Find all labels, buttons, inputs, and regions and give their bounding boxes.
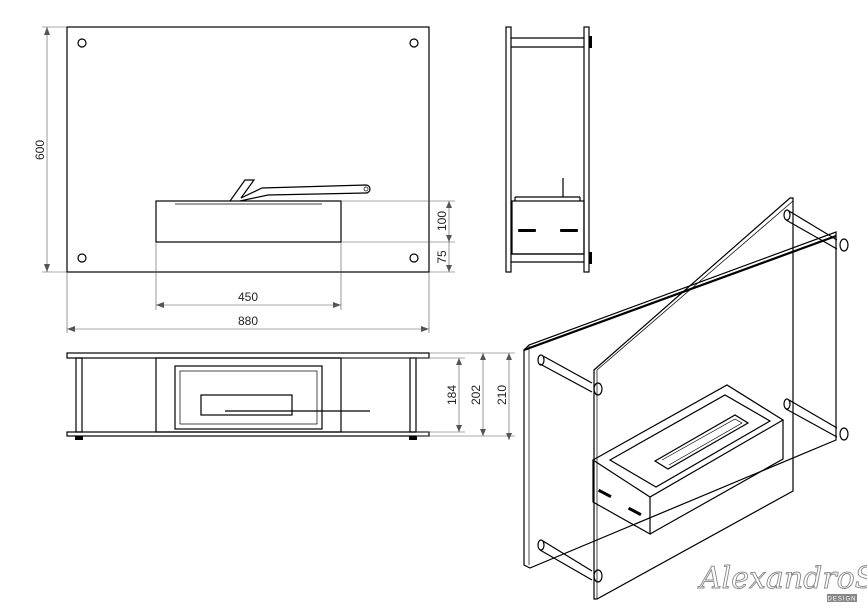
dim-label-100: 100 (435, 211, 449, 231)
side-view (505, 26, 592, 273)
dimension-depth-184: 184 (445, 358, 462, 432)
mounting-hole-bottom-left (77, 253, 87, 263)
dim-label-210: 210 (495, 385, 509, 405)
front-view (42, 26, 455, 333)
dim-label-75: 75 (435, 250, 449, 264)
brand-name: AlexandroSavo (697, 561, 867, 596)
dimension-burner-width-450: 450 (156, 290, 341, 308)
dimension-offset-75: 75 (435, 242, 452, 272)
iso-standoffs (537, 209, 849, 583)
dim-label-184: 184 (445, 385, 459, 405)
front-glass-panel (66, 26, 430, 273)
side-burner-box (511, 200, 585, 255)
mounting-hole-top-left (77, 38, 87, 48)
top-back-glass (66, 431, 430, 437)
dim-label-880: 880 (238, 314, 258, 328)
mounting-hole-top-right (409, 38, 419, 48)
dimension-burner-height-100: 100 (435, 201, 452, 242)
dim-label-600: 600 (33, 140, 47, 160)
dim-label-450: 450 (238, 290, 258, 304)
burner-box-front (155, 200, 342, 243)
mounting-hole-bottom-right (409, 253, 419, 263)
top-view (66, 352, 515, 440)
dimension-depth-210: 210 (495, 353, 512, 440)
iso-back-glass (593, 197, 794, 600)
side-back-glass (583, 26, 590, 273)
brand-sub: DESIGN (827, 597, 856, 603)
dimension-depth-202: 202 (469, 353, 486, 436)
dim-label-202: 202 (469, 385, 483, 405)
brand-logo: AlexandroSavo DESIGN (697, 561, 867, 603)
top-front-glass (66, 352, 430, 359)
top-burner-housing (155, 357, 342, 433)
isometric-view (523, 197, 849, 600)
dimension-width-880: 880 (67, 314, 429, 332)
dimension-height-600: 600 (33, 27, 50, 272)
side-front-glass (505, 26, 512, 273)
iso-burner (591, 384, 785, 536)
burner-lever (229, 179, 371, 202)
